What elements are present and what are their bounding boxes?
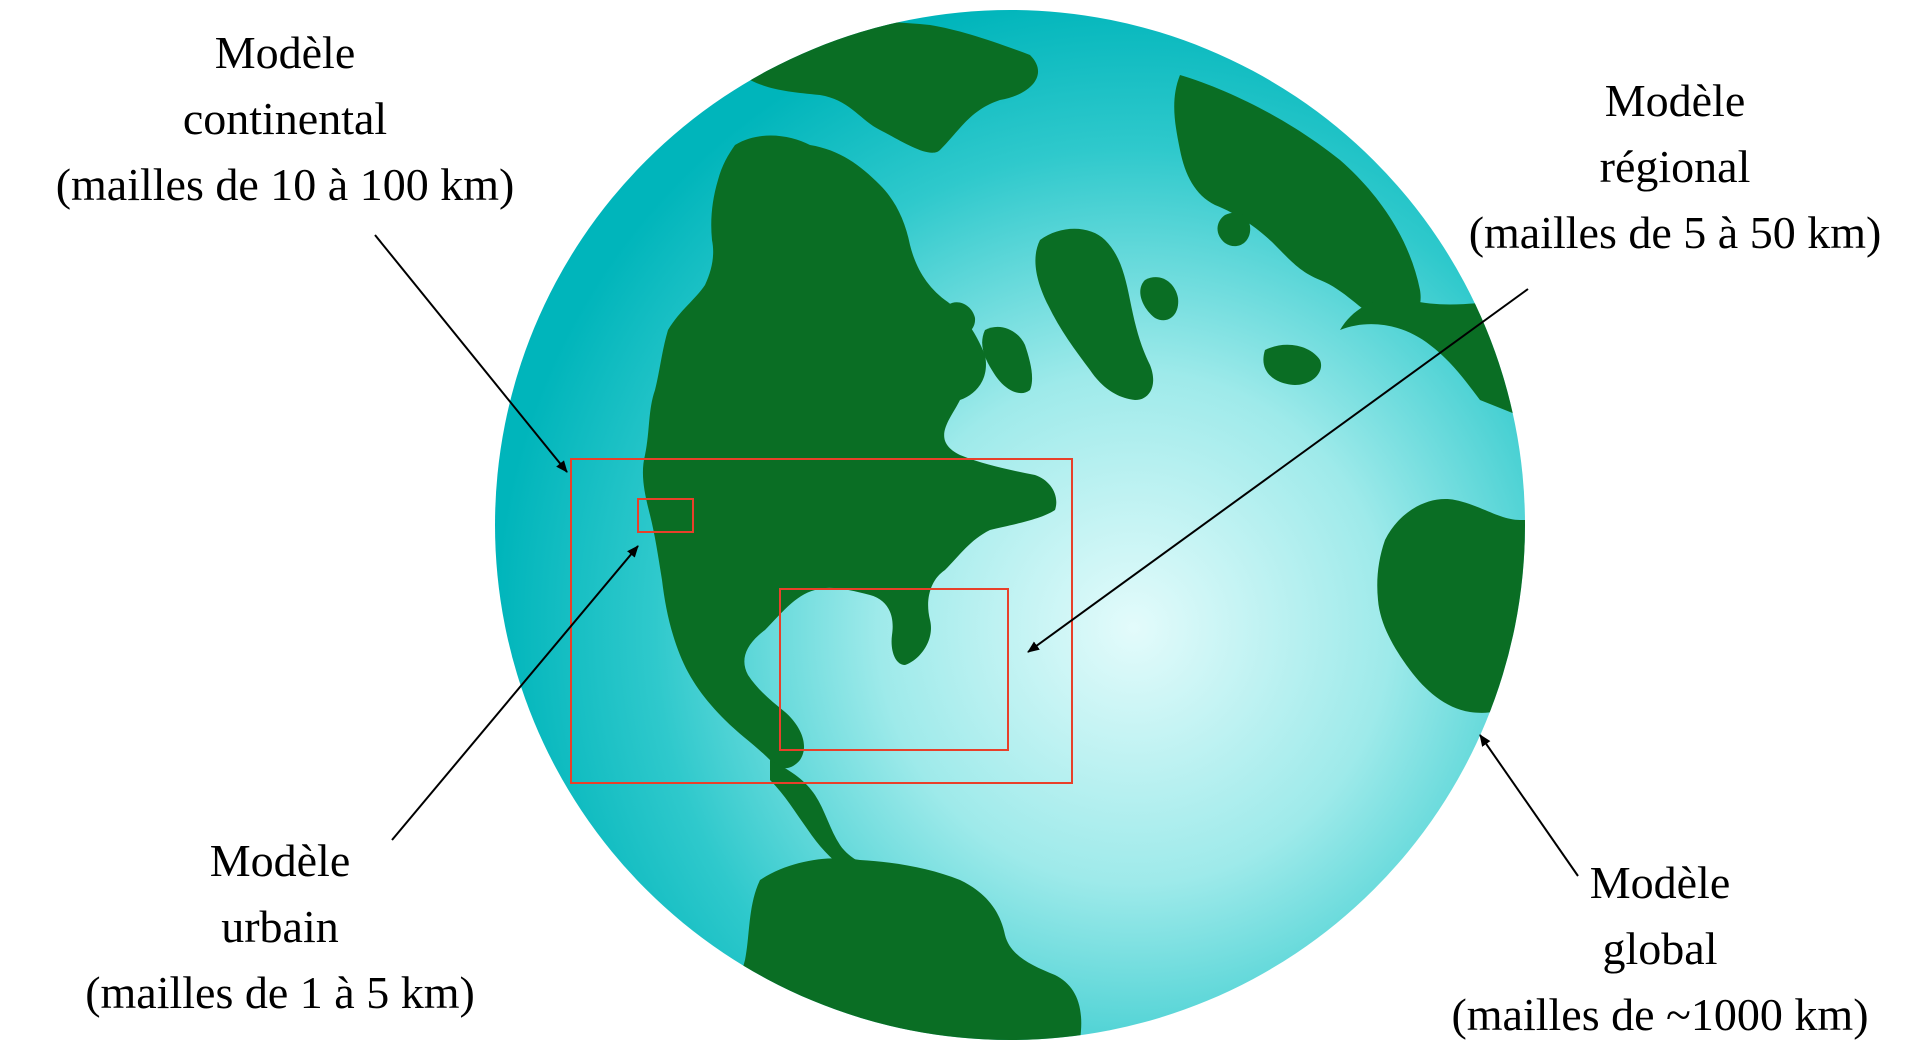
regional-title: Modèle xyxy=(1604,75,1746,126)
urban-type: urbain xyxy=(221,901,339,952)
land-europe xyxy=(1340,298,1525,420)
regional-mesh: (mailles de 5 à 50 km) xyxy=(1468,207,1882,258)
continental-title: Modèle xyxy=(214,27,356,78)
arrow-global xyxy=(1479,734,1579,877)
urban-title: Modèle xyxy=(209,835,351,886)
global-title: Modèle xyxy=(1589,857,1731,908)
arrow-regional xyxy=(1027,288,1529,653)
label-continental-model: Modèle continental (mailles de 10 à 100 … xyxy=(5,20,565,218)
land-arctic-island-1 xyxy=(1140,277,1179,321)
land-africa xyxy=(1377,499,1525,713)
land-british-isles xyxy=(1217,212,1251,247)
global-mesh: (mailles de ~1000 km) xyxy=(1451,989,1869,1040)
land-masses xyxy=(642,21,1525,1040)
land-greenland xyxy=(1035,228,1154,400)
regional-type: régional xyxy=(1599,141,1751,192)
continental-mesh: (mailles de 10 à 100 km) xyxy=(55,159,515,210)
urban-mesh: (mailles de 1 à 5 km) xyxy=(85,967,475,1018)
land-south-america xyxy=(733,858,1082,1040)
urban-domain-box xyxy=(637,498,694,533)
label-regional-model: Modèle régional (mailles de 5 à 50 km) xyxy=(1420,68,1928,266)
global-type: global xyxy=(1602,923,1718,974)
regional-domain-box xyxy=(779,588,1009,751)
land-baffin xyxy=(982,326,1033,394)
land-north-america xyxy=(642,135,1057,769)
label-urban-model: Modèle urbain (mailles de 1 à 5 km) xyxy=(30,828,530,1026)
arrow-urban xyxy=(391,545,639,841)
land-central-america xyxy=(770,760,880,881)
continental-type: continental xyxy=(182,93,388,144)
label-global-model: Modèle global (mailles de ~1000 km) xyxy=(1400,850,1920,1048)
land-hudson-island xyxy=(944,302,976,335)
arrow-continental xyxy=(374,234,568,473)
land-scandinavia xyxy=(1174,75,1421,324)
land-arctic xyxy=(731,21,1039,153)
land-iceland xyxy=(1263,344,1322,385)
arrows xyxy=(374,234,1579,877)
